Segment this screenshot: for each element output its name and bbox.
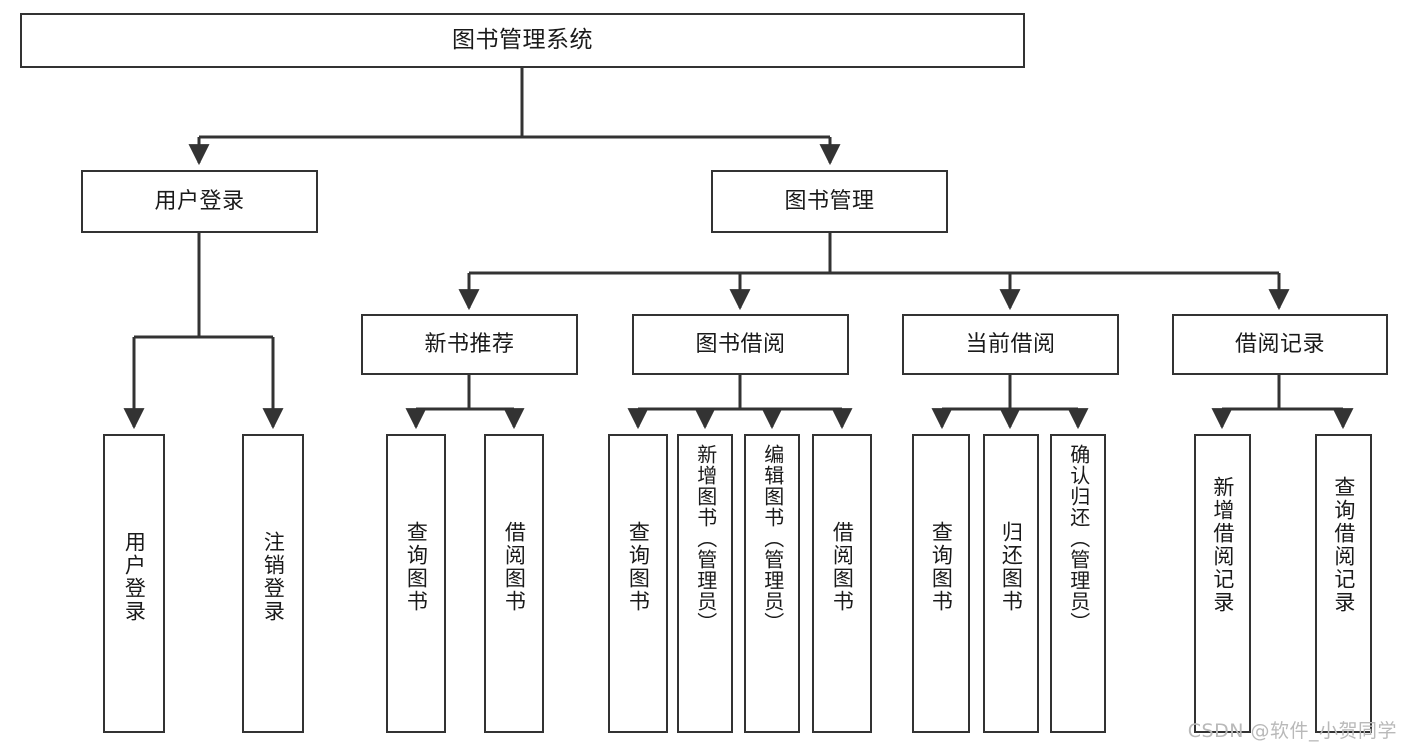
- node-book-borrow-label: 图书借阅: [695, 331, 786, 357]
- leaf-return-book-label: 归还图书: [999, 521, 1024, 613]
- leaf-edit-book[interactable]: 编辑图书（管理员）: [744, 434, 800, 733]
- leaf-borrow-book-2[interactable]: 借阅图书: [812, 434, 872, 733]
- leaf-query-book-3-label: 查询图书: [929, 521, 954, 613]
- node-book-borrow[interactable]: 图书借阅: [632, 314, 849, 375]
- leaf-borrow-book-2-label: 借阅图书: [830, 521, 855, 613]
- node-new-book-recommend[interactable]: 新书推荐: [361, 314, 578, 375]
- leaf-confirm-return[interactable]: 确认归还（管理员）: [1050, 434, 1106, 733]
- leaf-query-record[interactable]: 查询借阅记录: [1315, 434, 1372, 733]
- node-book-management-label: 图书管理: [784, 188, 875, 214]
- node-borrow-record-label: 借阅记录: [1234, 331, 1325, 357]
- node-book-management[interactable]: 图书管理: [711, 170, 948, 233]
- node-user-login[interactable]: 用户登录: [81, 170, 318, 233]
- leaf-query-book-3[interactable]: 查询图书: [912, 434, 970, 733]
- leaf-edit-book-label: 编辑图书（管理员）: [760, 444, 785, 633]
- node-user-login-label: 用户登录: [154, 188, 245, 214]
- node-current-borrow-label: 当前借阅: [965, 331, 1056, 357]
- leaf-confirm-return-label: 确认归还（管理员）: [1066, 444, 1091, 633]
- leaf-return-book[interactable]: 归还图书: [983, 434, 1039, 733]
- leaf-logout-login[interactable]: 注销登录: [242, 434, 304, 733]
- leaf-query-book-1[interactable]: 查询图书: [386, 434, 446, 733]
- leaf-logout-login-label: 注销登录: [261, 531, 286, 623]
- node-current-borrow[interactable]: 当前借阅: [902, 314, 1119, 375]
- leaf-user-login[interactable]: 用户登录: [103, 434, 165, 733]
- node-root[interactable]: 图书管理系统: [20, 13, 1025, 68]
- watermark: CSDN @软件_小贺同学: [1187, 720, 1397, 742]
- leaf-query-book-2-label: 查询图书: [626, 521, 651, 613]
- leaf-query-record-label: 查询借阅记录: [1331, 476, 1356, 614]
- node-new-book-recommend-label: 新书推荐: [424, 331, 515, 357]
- node-borrow-record[interactable]: 借阅记录: [1172, 314, 1388, 375]
- leaf-add-record-label: 新增借阅记录: [1210, 476, 1235, 614]
- leaf-query-book-1-label: 查询图书: [404, 521, 429, 613]
- leaf-add-book[interactable]: 新增图书（管理员）: [677, 434, 733, 733]
- leaf-borrow-book-1[interactable]: 借阅图书: [484, 434, 544, 733]
- leaf-add-record[interactable]: 新增借阅记录: [1194, 434, 1251, 733]
- leaf-user-login-label: 用户登录: [122, 531, 147, 623]
- leaf-add-book-label: 新增图书（管理员）: [693, 444, 718, 633]
- node-root-label: 图书管理系统: [452, 27, 593, 54]
- leaf-borrow-book-1-label: 借阅图书: [502, 521, 527, 613]
- leaf-query-book-2[interactable]: 查询图书: [608, 434, 668, 733]
